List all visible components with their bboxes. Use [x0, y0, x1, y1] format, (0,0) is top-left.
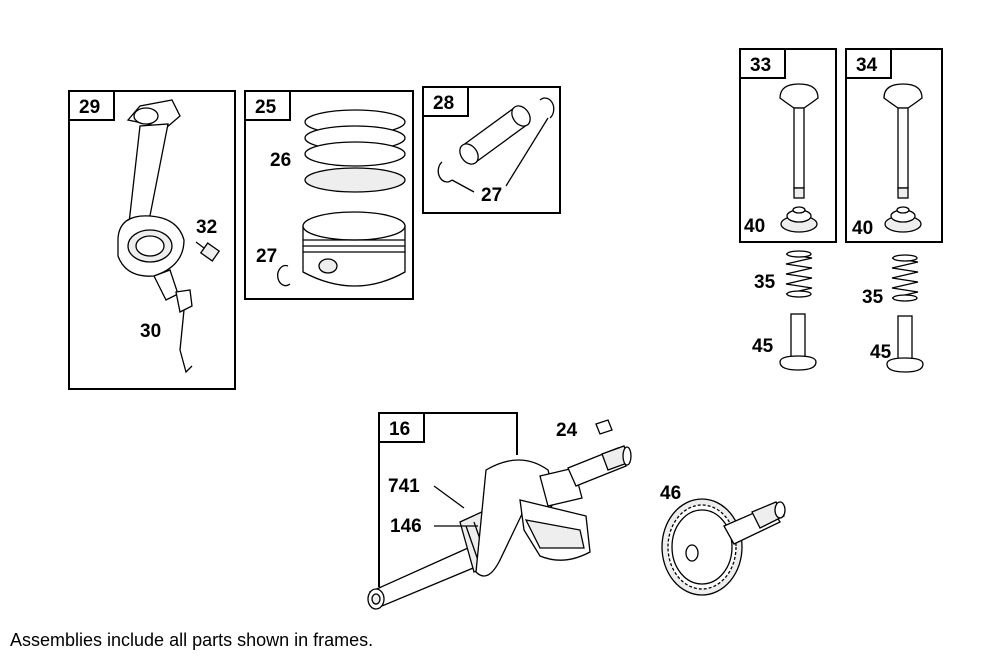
oil-dipper-part: [175, 289, 193, 374]
callout-32: 32: [196, 217, 217, 238]
valve-part-33: [779, 83, 819, 199]
callout-45-left: 45: [752, 336, 774, 357]
valve-part-34: [883, 83, 923, 199]
camshaft-part: [661, 498, 786, 596]
callout-26: 26: [270, 150, 291, 171]
snap-ring-part-a: [277, 264, 291, 287]
frame-25-tag: 25: [255, 97, 277, 118]
callout-40-left: 40: [744, 216, 765, 237]
callout-24: 24: [556, 420, 578, 441]
piston-rings-part: [304, 109, 406, 193]
valve-retainer-part-34: [884, 206, 922, 233]
frame-29: 29: [68, 90, 236, 390]
callout-35-right: 35: [862, 287, 884, 308]
piston-part: [302, 211, 406, 287]
callout-27-piston: 27: [256, 246, 277, 267]
tappet-part-left: [779, 313, 817, 371]
callout-741: 741: [388, 476, 420, 497]
tappet-part-right: [886, 315, 924, 373]
valve-retainer-part-33: [780, 206, 818, 233]
frame-16: 16: [378, 412, 518, 587]
key-part: [595, 419, 613, 435]
leader-lines-16: [433, 485, 478, 527]
callout-45-right: 45: [870, 342, 892, 363]
callout-27-pin: 27: [481, 185, 502, 206]
frame-33: 33: [739, 48, 837, 243]
frame-34: 34: [845, 48, 943, 243]
valve-spring-part-left: [785, 250, 813, 298]
snap-ring-part-b: [437, 97, 555, 193]
frame-28: 28: [422, 86, 561, 214]
callout-146: 146: [390, 516, 422, 537]
callout-35-left: 35: [754, 272, 776, 293]
frame-29-tag: 29: [79, 97, 100, 118]
frame-25: 25: [244, 90, 414, 300]
valve-spring-part-right: [891, 254, 919, 302]
footnote-text: Assemblies include all parts shown in fr…: [10, 630, 374, 650]
connecting-rod-part: [117, 99, 185, 301]
frame-33-tag: 33: [750, 55, 771, 76]
frame-34-tag: 34: [856, 55, 878, 76]
piston-pin-part: [459, 105, 531, 165]
callout-40-right: 40: [852, 218, 873, 239]
callout-46: 46: [660, 483, 681, 504]
frame-28-tag: 28: [433, 93, 454, 114]
bolt-part: [195, 241, 221, 262]
frame-16-tag: 16: [389, 419, 410, 440]
callout-30: 30: [140, 321, 161, 342]
